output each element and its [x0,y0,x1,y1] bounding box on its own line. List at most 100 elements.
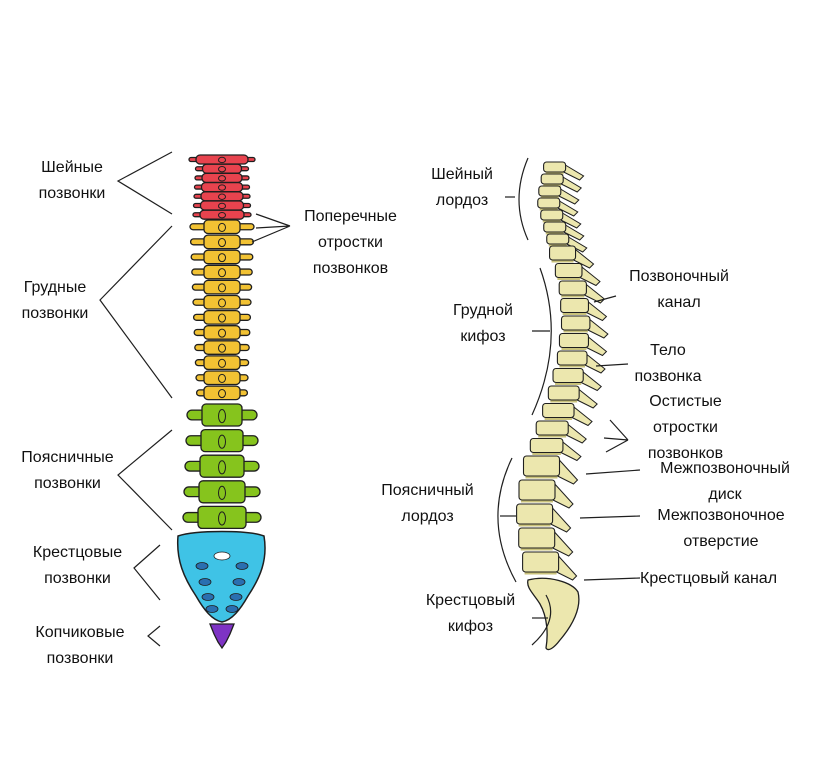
spinous-process [579,265,601,287]
spinous-process [576,387,598,409]
thoracic-vertebra [192,294,252,310]
cervical-vertebra-side [537,197,579,217]
sacrum [176,530,266,623]
pointer-vertebral-body [595,363,629,367]
spinous-tip [218,460,226,475]
spinous-process [552,481,574,509]
thoracic-vertebra [191,279,253,295]
pointer-disc [585,469,641,475]
sacral-hole [213,551,231,561]
sacral-foramen [201,593,215,601]
thoracic-vertebra-side [542,402,593,427]
spinous-process [586,335,608,357]
spinous-process [584,282,606,304]
spinous-tip [218,343,226,353]
arc-cervical-lordosis [518,157,529,241]
bracket-sacral [133,544,161,601]
vertebral-body-side [547,385,580,401]
vertebral-body-side [558,280,587,296]
lumbar-vertebra [184,454,260,478]
spinous-process [565,422,587,444]
thoracic-vertebra [194,340,250,355]
spinous-tip [218,237,226,248]
cervical-vertebra-side [540,173,583,193]
spinous-process [584,352,606,374]
cervical-vertebra [192,200,252,211]
cervical-vertebra [193,191,251,202]
spinous-process [571,405,593,427]
spinous-tip [218,298,226,308]
spinous-process [557,457,579,485]
cervical-vertebra [192,209,252,220]
spinous-tip [218,211,226,219]
leader-lines [99,151,641,647]
vertebral-body-side [560,297,590,314]
pointer-spinous [603,419,629,453]
spinous-tip [218,175,226,182]
sacral-foramen [195,562,209,570]
bracket-thoracic [99,225,173,399]
sacral-foramen [235,562,249,570]
thoracic-vertebra [194,355,250,371]
thoracic-vertebra [189,234,255,250]
cervical-vertebra-side [543,221,585,241]
cervical-vertebra [194,163,250,174]
cervical-vertebra [193,181,251,193]
thoracic-vertebra-side [552,367,602,392]
lumbar-vertebra [185,428,259,453]
lumbar-vertebra [183,480,261,504]
front-view-spine [176,154,266,650]
spinous-process [550,505,572,533]
spinous-tip [218,268,226,278]
pointer-transverse [251,213,291,243]
thoracic-vertebra-side [558,280,606,304]
thoracic-vertebra-side [529,437,582,462]
thoracic-vertebra-side [547,385,598,409]
bracket-lumbar [117,429,173,531]
cervical-vertebra [188,154,256,165]
lumbar-vertebra [182,505,262,530]
thoracic-vertebra-side [554,262,601,287]
arc-lumbar-lordosis [497,457,517,583]
thoracic-vertebra [195,370,249,386]
thoracic-vertebra-side [560,315,609,339]
lumbar-vertebra-side [522,455,579,485]
thoracic-vertebra-side [560,297,608,322]
lumbar-vertebra-side [516,503,572,533]
lumbar-vertebra-side [518,479,574,509]
sacrum-side [527,577,580,651]
vertebral-body-side [546,233,570,245]
spinous-tip [218,283,226,293]
sacral-foramen [229,593,243,601]
vertebral-body-side [535,420,569,436]
cervical-vertebra-side [546,233,588,253]
vertebral-body-side [529,437,564,454]
thoracic-vertebra [190,249,254,265]
thoracic-vertebra-side [535,420,587,444]
vertebral-body-side [560,315,591,331]
spinous-tip [218,373,226,383]
thoracic-vertebra-side [558,332,608,357]
spinous-tip [218,184,226,191]
spinous-process [552,529,574,557]
thoracic-vertebra-side [556,350,606,374]
bracket-cervical [116,151,173,215]
vertebral-body-side [537,197,561,209]
vertebral-body-side [540,173,564,185]
spinous-process [556,553,578,581]
vertebral-body-side [543,161,567,173]
thoracic-vertebra [195,385,249,401]
spinous-tip [218,388,226,399]
thoracic-vertebra [189,219,255,235]
